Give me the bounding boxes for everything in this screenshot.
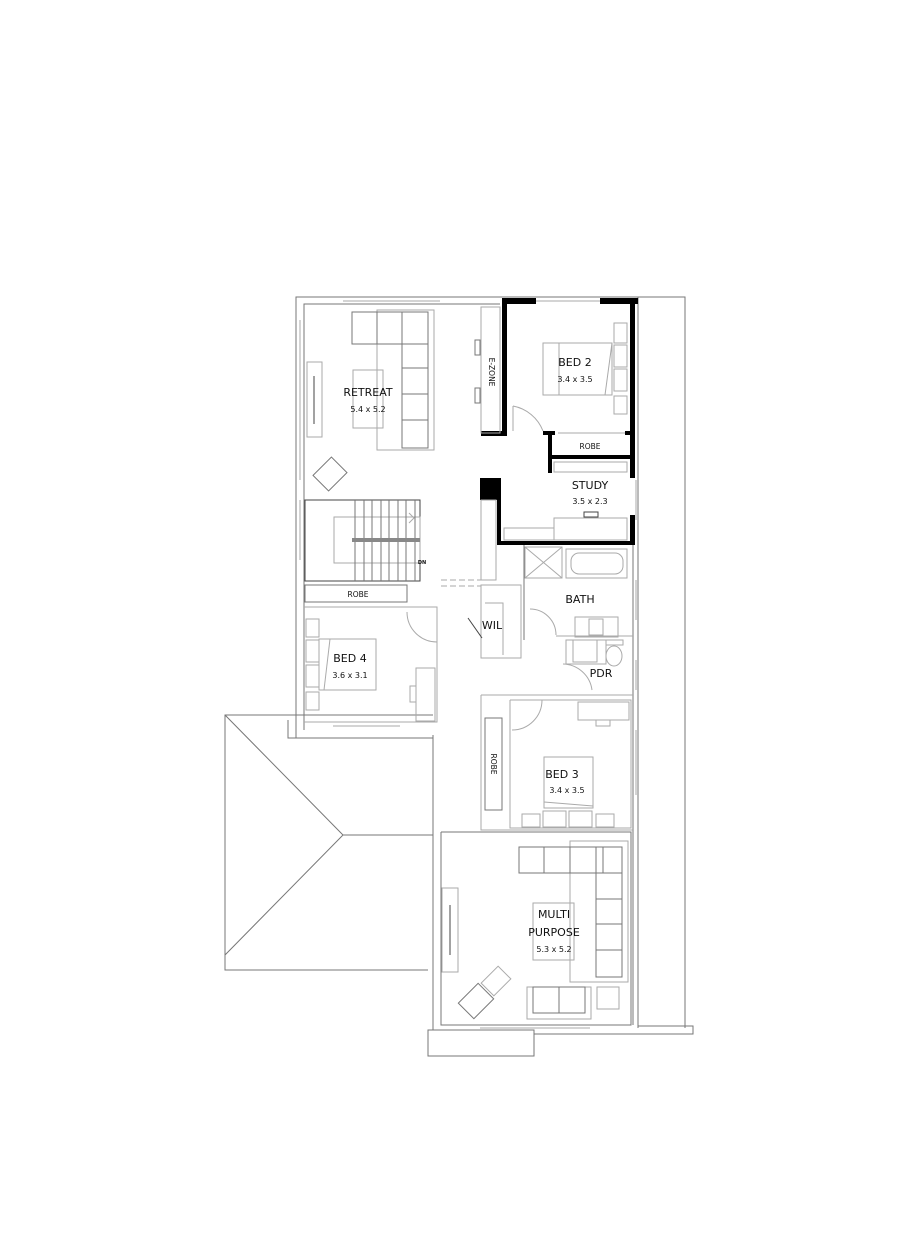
room-name-multi-line2: PURPOSE <box>528 926 580 939</box>
robe-bed2-label: ROBE <box>580 442 601 451</box>
stair-down-label: DN <box>418 560 426 566</box>
room-size-retreat: 5.4 x 5.2 <box>350 405 385 414</box>
study-furniture: STUDY 3.5 x 2.3 <box>480 461 628 581</box>
room-name-retreat: RETREAT <box>343 386 393 399</box>
retreat-furniture <box>306 309 481 492</box>
room-name-bath: BATH <box>565 593 594 606</box>
room-name-study: STUDY <box>572 479 609 492</box>
ezone-label: E-ZONE <box>487 358 496 387</box>
room-size-study: 3.5 x 2.3 <box>572 497 607 506</box>
room-name-bed4: BED 4 <box>333 652 366 665</box>
wil: WIL <box>467 584 522 659</box>
room-name-pdr: PDR <box>590 667 613 680</box>
room-size-bed4: 3.6 x 3.1 <box>332 671 367 680</box>
ezone-desk: E-ZONE <box>480 306 501 434</box>
staircase: DN <box>304 499 481 587</box>
room-name-bed2: BED 2 <box>558 356 591 369</box>
robe-bed3-label: ROBE <box>489 754 498 775</box>
room-name-wil: WIL <box>482 619 503 632</box>
bath-fixtures: BATH PDR <box>481 545 633 696</box>
roof-outline <box>224 714 433 971</box>
room-name-multi-line1: MULTI <box>538 908 570 921</box>
bed3-furniture: ROBE BED 3 3.4 x 3.5 <box>480 695 633 831</box>
room-size-bed2: 3.4 x 3.5 <box>557 375 592 384</box>
robe-bed4-label: ROBE <box>348 590 369 599</box>
room-name-bed3: BED 3 <box>545 768 578 781</box>
retreat-room: RETREAT 5.4 x 5.2 <box>343 386 393 414</box>
room-size-multi: 5.3 x 5.2 <box>536 945 571 954</box>
bed4-furniture: ROBE BED 4 3.6 x 3.1 <box>304 584 438 723</box>
bed2-furniture: BED 2 3.4 x 3.5 ROBE <box>512 322 628 451</box>
room-size-bed3: 3.4 x 3.5 <box>549 786 584 795</box>
multi-purpose-furniture: MULTI PURPOSE 5.3 x 5.2 <box>441 840 629 1020</box>
building-outline <box>287 296 694 1057</box>
